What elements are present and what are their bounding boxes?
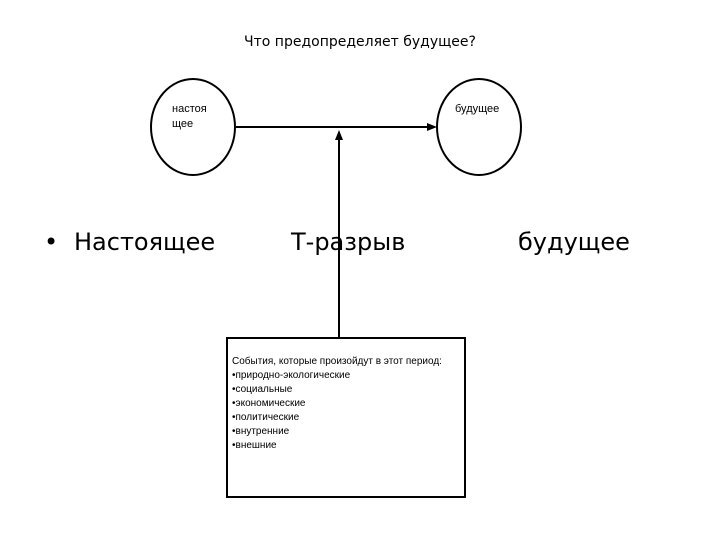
present-circle-label-line1: настоя [172, 103, 207, 115]
events-list: •природно-экологические •социальные •эко… [232, 369, 460, 453]
timeline-present-label: Настоящее [74, 228, 216, 256]
present-to-future-arrowhead [427, 123, 437, 131]
events-list-item: •политические [232, 412, 300, 423]
future-circle [436, 78, 522, 176]
events-list-item: •природно-экологические [232, 370, 351, 381]
events-list-item: •внутренние [232, 426, 290, 437]
events-list-item: •социальные [232, 384, 293, 395]
events-box: События, которые произойдут в этот перио… [226, 337, 466, 498]
events-list-item: •экономические [232, 398, 306, 409]
events-list-item: •внешние [232, 440, 277, 451]
present-circle [150, 78, 236, 176]
bullet-glyph: • [44, 228, 59, 256]
present-circle-label-line2: щее [172, 118, 194, 130]
gap-to-timeline-arrowhead [335, 130, 343, 140]
timeline-future-label: будущее [518, 228, 630, 256]
timeline-present: • Настоящее [44, 227, 215, 257]
future-circle-label: будущее [455, 103, 500, 115]
events-box-heading: События, которые произойдут в этот перио… [232, 356, 442, 367]
present-circle-label: настоя щее [172, 102, 207, 132]
timeline-gap-label: Т-разрыв [291, 228, 406, 256]
diagram-title: Что предопределяет будущее? [244, 34, 476, 50]
